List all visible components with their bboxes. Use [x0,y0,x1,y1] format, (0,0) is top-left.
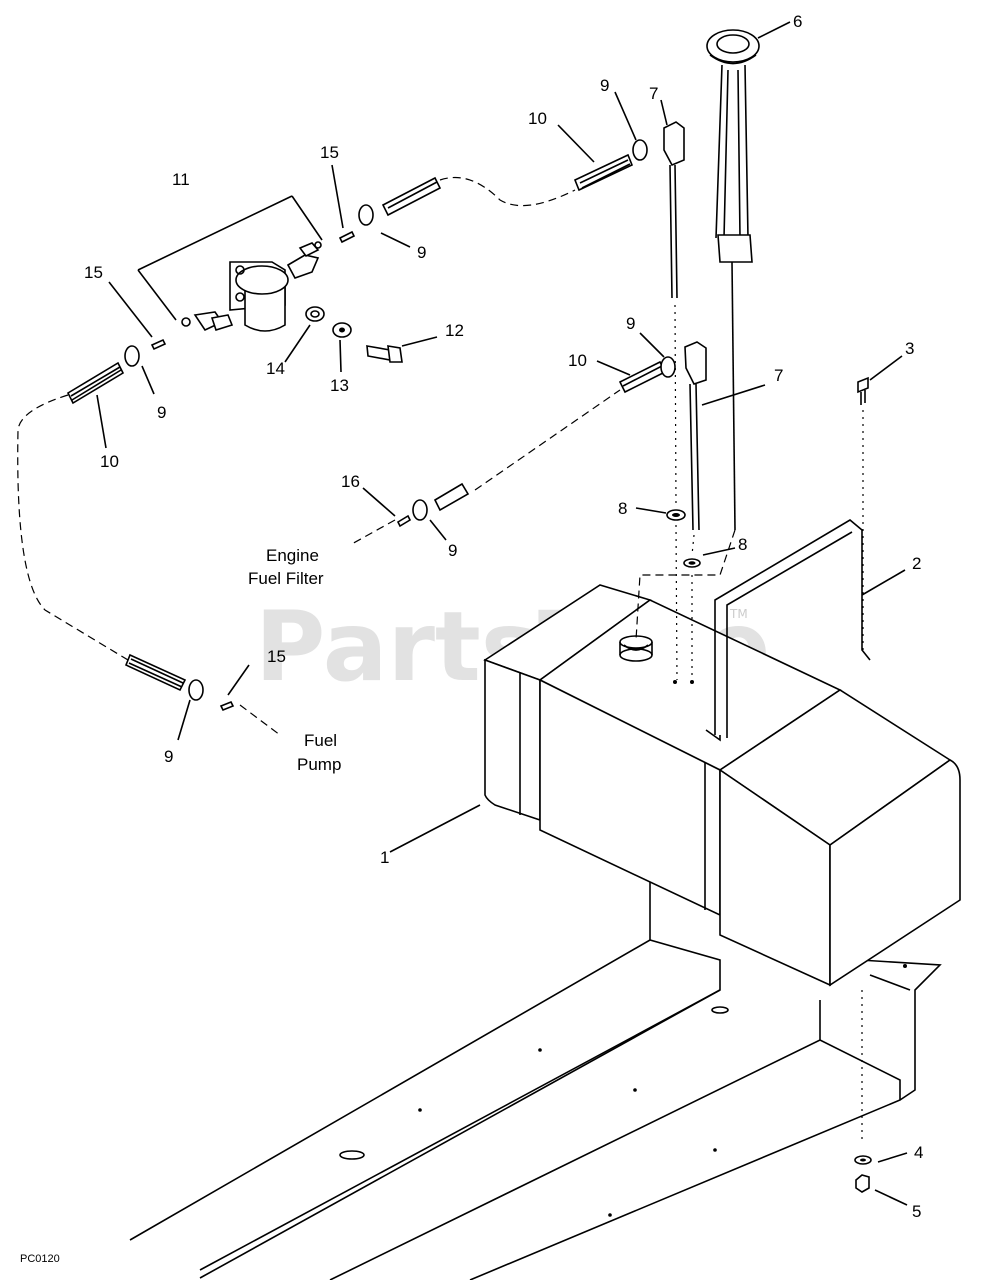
hose-upper-right [573,153,634,192]
hose-left-lower [124,653,187,692]
callout-labels: 1 2 3 4 5 6 7 7 8 8 9 9 9 9 9 9 10 10 10… [84,12,923,1221]
hose-middle-left [433,482,470,512]
hose-middle-right [618,360,667,394]
callout-15-upper: 15 [320,143,339,162]
callout-4: 4 [914,1143,923,1162]
pickup-tube-upper [663,121,685,299]
callout-14: 14 [266,359,285,378]
fuel-filter-assembly [181,242,320,332]
callout-9-center: 9 [448,541,457,560]
callout-9-left: 9 [157,403,166,422]
leader-lines [96,21,908,1206]
hose-upper-center [381,176,442,217]
callout-10-top: 10 [528,109,547,128]
callout-10-mid: 10 [568,351,587,370]
callout-9-upper: 9 [417,243,426,262]
callout-15-left: 15 [84,263,103,282]
callout-7-upper: 7 [649,84,658,103]
fuel-gauge-sender [706,29,760,531]
tank-strap [714,519,871,738]
fuel-pump-note-line2: Pump [297,755,341,774]
callout-9-bottom: 9 [164,747,173,766]
callout-13: 13 [330,376,349,395]
nut [855,1174,870,1193]
callout-11: 11 [172,170,190,189]
pins [150,230,412,712]
hose-left-upper [66,361,125,405]
figure-code: PC0120 [20,1253,60,1265]
tank-bolt [857,376,869,405]
frame-rails [129,880,942,1280]
callout-15-lower: 15 [267,647,286,666]
callout-9-mid: 9 [626,314,635,333]
callout-9-top: 9 [600,76,609,95]
callout-12: 12 [445,321,464,340]
bolt-12 [366,345,403,363]
callout-3: 3 [905,339,914,358]
fuel-tank [483,584,961,987]
callout-2: 2 [912,554,921,573]
fuel-pump-note-line1: Fuel [304,731,337,750]
clamps [124,139,676,701]
callout-10-left: 10 [100,452,119,471]
engine-fuel-filter-note-line1: Engine [266,546,319,565]
callout-5: 5 [912,1202,921,1221]
watermark-tm: TM [729,607,748,621]
callout-1: 1 [380,848,389,867]
callout-7-lower: 7 [774,366,783,385]
engine-fuel-filter-note-line2: Fuel Filter [248,569,324,588]
callout-8-upper: 8 [618,499,627,518]
callout-8-lower: 8 [738,535,747,554]
callout-6: 6 [793,12,802,31]
washer-14 [305,306,325,322]
pickup-tube-lower [684,341,707,531]
callout-16: 16 [341,472,360,491]
